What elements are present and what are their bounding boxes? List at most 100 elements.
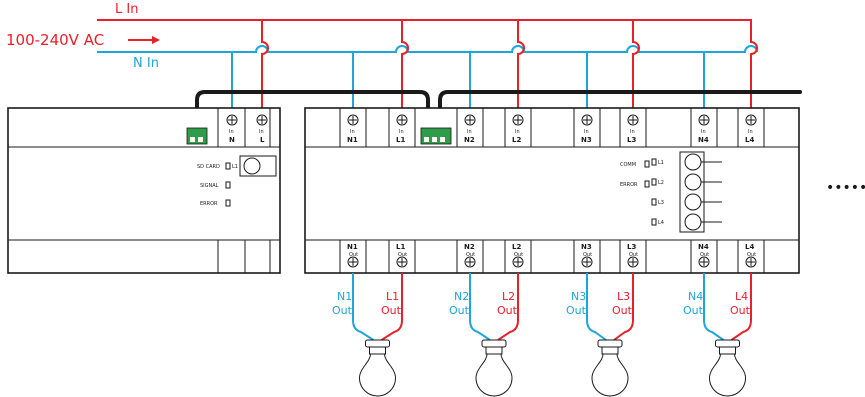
relay-out-label: Out	[466, 252, 475, 258]
output-line-suffix: Out	[730, 304, 751, 317]
output-neutral-suffix: Out	[566, 304, 587, 317]
output-line-label: L2	[502, 290, 515, 303]
terminal-screw-icon	[512, 256, 524, 268]
terminal-screw-icon	[464, 114, 476, 126]
relay-top-terminal-n4: N4	[698, 136, 709, 144]
gateway-indicator-error: ERROR	[200, 201, 218, 207]
relay-top-terminal-l4: L4	[745, 136, 754, 144]
output-line-label: L3	[617, 290, 630, 303]
terminal-screw-icon	[745, 256, 757, 268]
relay-button-label-l3: L3	[658, 200, 664, 206]
relay-bottom-terminal-n2: N2	[464, 243, 475, 251]
gateway-button-knob[interactable]	[243, 157, 261, 175]
gateway-terminal-n: N	[229, 136, 235, 144]
terminal-screw-icon	[627, 256, 639, 268]
relay-in-label: In	[467, 129, 472, 135]
relay-out-label: Out	[700, 252, 709, 258]
output-neutral-label: N4	[688, 290, 703, 303]
neutral-drops	[231, 52, 705, 108]
relay-button-label-l2: L2	[658, 180, 664, 186]
relay-bottom-terminal-l2: L2	[512, 243, 521, 251]
gateway-indicator-signal: SIGNAL	[200, 183, 219, 189]
relay-top-terminal-l3: L3	[627, 136, 636, 144]
output-line-suffix: Out	[497, 304, 518, 317]
relay-top-terminal-l1: L1	[396, 136, 405, 144]
output-line-suffix: Out	[612, 304, 633, 317]
terminal-screw-icon	[226, 114, 238, 126]
relay-top-terminal-n3: N3	[581, 136, 592, 144]
led-icon	[225, 162, 231, 170]
gateway-in-label: In	[259, 129, 264, 135]
line-out-wire	[380, 273, 403, 341]
gateway-button[interactable]	[239, 155, 277, 177]
led-icon	[651, 158, 657, 166]
line-out-wire	[497, 273, 519, 341]
relay-indicator-comm: COMM	[620, 162, 636, 168]
relay-in-label: In	[748, 129, 753, 135]
terminal-screw-icon	[256, 114, 268, 126]
terminal-screw-icon	[347, 256, 359, 268]
output-line-label: L1	[386, 290, 399, 303]
relay-bottom-terminal-n3: N3	[581, 243, 592, 251]
relay-out-label: Out	[514, 252, 523, 258]
relay-button-label-l4: L4	[658, 220, 664, 226]
line-in-label: L In	[115, 2, 138, 17]
neutral-out-wire	[352, 273, 375, 341]
relay-button-label-l1: L1	[658, 160, 664, 166]
led-icon	[225, 199, 231, 207]
neutral-in-wire	[97, 45, 758, 53]
relay-button-panel	[679, 151, 705, 233]
relay-out-label: Out	[349, 252, 358, 258]
gateway-terminal-l: L	[260, 136, 265, 144]
relay-in-label: In	[701, 129, 706, 135]
relay-bottom-terminal-n1: N1	[347, 243, 358, 251]
neutral-out-wire	[586, 273, 607, 341]
led-icon	[651, 178, 657, 186]
light-bulb-icon	[708, 339, 747, 397]
output-line-label: L4	[735, 290, 748, 303]
output-neutral-label: N2	[454, 290, 469, 303]
relay-in-label: In	[584, 129, 589, 135]
bus-cable-gateway	[195, 90, 430, 130]
relay-in-label: In	[350, 129, 355, 135]
terminal-screw-icon	[581, 256, 593, 268]
voltage-label: 100-240V AC	[6, 31, 104, 49]
relay-top-terminal-n2: N2	[464, 136, 475, 144]
light-bulb-icon	[358, 339, 397, 397]
relay-out-label: Out	[629, 252, 638, 258]
neutral-out-wire	[703, 273, 725, 341]
output-line-suffix: Out	[381, 304, 402, 317]
led-icon	[225, 181, 231, 189]
relay-bottom-terminal-l4: L4	[745, 243, 754, 251]
arrow-right-icon	[128, 36, 160, 44]
output-neutral-suffix: Out	[449, 304, 470, 317]
relay-out-label: Out	[398, 252, 407, 258]
gateway-indicator-sd-card: SD CARD	[197, 164, 220, 170]
gateway-device: In In N L SD CARD L1 SIGNAL ERROR	[7, 107, 281, 274]
terminal-screw-icon	[396, 256, 408, 268]
led-icon	[651, 218, 657, 226]
gateway-button-label: L1	[232, 164, 238, 170]
continuation-dots: •••••	[826, 180, 865, 196]
led-icon	[644, 180, 650, 188]
line-out-wire	[730, 273, 752, 341]
relay-in-label: In	[515, 129, 520, 135]
relay-out-label: Out	[583, 252, 592, 258]
relay-top-terminal-l2: L2	[512, 136, 521, 144]
line-out-wire	[613, 273, 634, 341]
terminal-screw-icon	[581, 114, 593, 126]
terminal-screw-icon	[512, 114, 524, 126]
relay-indicator-error: ERROR	[620, 182, 638, 188]
relay-in-label: In	[630, 129, 635, 135]
relay-bottom-terminal-n4: N4	[698, 243, 709, 251]
relay-top-terminal-n1: N1	[347, 136, 358, 144]
led-icon	[651, 198, 657, 206]
terminal-block-icon	[186, 127, 208, 145]
relay-out-label: Out	[747, 252, 756, 258]
gateway-in-label: In	[229, 129, 234, 135]
relay-bottom-terminal-l3: L3	[627, 243, 636, 251]
terminal-screw-icon	[698, 256, 710, 268]
relay-in-label: In	[399, 129, 404, 135]
terminal-block-icon	[420, 127, 452, 145]
